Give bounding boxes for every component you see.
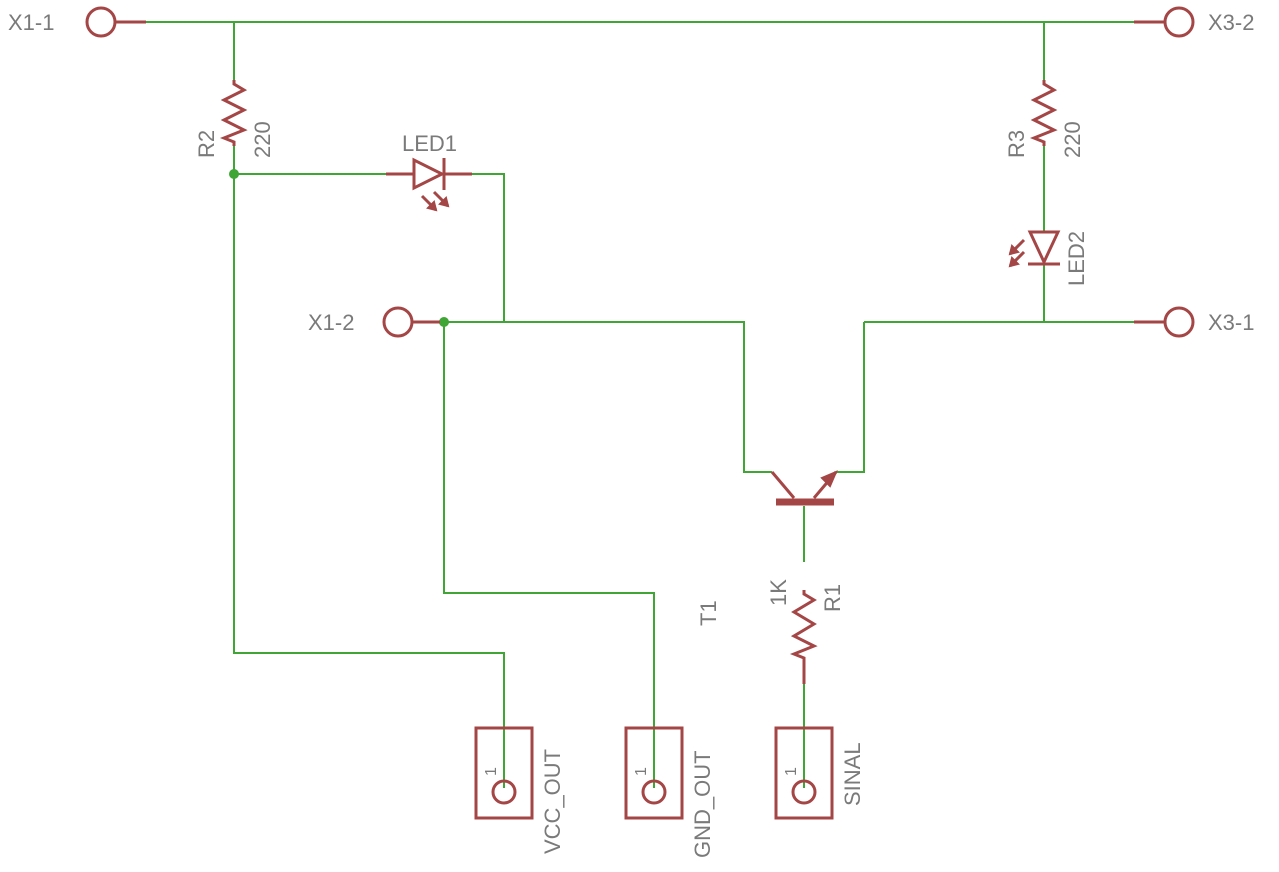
vcc-out-body (474, 726, 534, 820)
led1-arrowhead-1 (426, 200, 438, 212)
transistor-t1[interactable]: T1 (696, 470, 838, 626)
terminal-x3-1-pad (1163, 306, 1195, 338)
terminal-x1-2[interactable]: X1-2 (308, 306, 440, 338)
vcc-out-pin-number: 1 (483, 767, 500, 776)
resistor-r1[interactable]: 1K R1 (766, 579, 845, 684)
vcc-out-pin (491, 779, 517, 805)
gnd-out-label: GND_OUT (690, 750, 715, 858)
wire-x1-2-to-collector (416, 321, 772, 473)
terminal-x3-2-pad (1163, 6, 1195, 38)
resistor-r2[interactable]: R2 220 (194, 80, 275, 158)
terminal-x1-2-label: X1-2 (308, 310, 354, 335)
led2-arrowhead-1 (1008, 244, 1020, 256)
connector-vcc-out[interactable]: 1 VCC_OUT (474, 726, 565, 854)
sinal-pin-number: 1 (783, 767, 800, 776)
vcc-out-label: VCC_OUT (540, 749, 565, 854)
resistor-r3-name: R3 (1004, 130, 1029, 158)
t1-collector-lead (770, 471, 796, 499)
junction-r2-node (229, 169, 239, 179)
led-led1[interactable]: LED1 (386, 131, 472, 212)
wire-vcc-out (233, 174, 505, 788)
wires (116, 21, 1164, 788)
resistor-r2-value: 220 (250, 121, 275, 158)
terminal-x1-1-pad (85, 6, 117, 38)
resistor-r2-name: R2 (194, 130, 219, 158)
sinal-body (774, 726, 834, 820)
resistor-r1-zigzag (789, 590, 818, 684)
gnd-out-pin-number: 1 (633, 767, 650, 776)
sinal-label: SINAL (840, 742, 865, 806)
led2-label: LED2 (1064, 231, 1089, 286)
led1-label: LED1 (402, 131, 457, 156)
connector-gnd-out[interactable]: 1 GND_OUT (624, 726, 715, 858)
terminal-x3-1-label: X3-1 (1208, 310, 1254, 335)
terminal-x1-1[interactable]: X1-1 (8, 6, 146, 38)
gnd-out-pin (641, 779, 667, 805)
led2-arrowhead-2 (1008, 256, 1020, 268)
resistor-r3[interactable]: R3 220 (1004, 80, 1085, 158)
terminal-x3-2[interactable]: X3-2 (1134, 6, 1254, 38)
terminal-x3-1[interactable]: X3-1 (1134, 306, 1254, 338)
resistor-r1-name: R1 (820, 584, 845, 612)
junction-x1-2-node (439, 317, 449, 327)
wire-led1-out (472, 173, 505, 322)
sinal-pin (791, 779, 817, 805)
terminal-x1-1-label: X1-1 (8, 10, 54, 35)
wire-gnd-out (443, 322, 655, 788)
resistor-r1-value: 1K (766, 579, 791, 606)
t1-label: T1 (696, 600, 721, 626)
led-led2[interactable]: LED2 (1008, 230, 1089, 286)
resistor-r2-zigzag (219, 80, 248, 146)
t1-emitter-arrow (820, 470, 838, 488)
led1-arrowhead-2 (438, 196, 450, 208)
terminal-x1-2-pad (382, 306, 414, 338)
led2-triangle (1027, 230, 1061, 266)
gnd-out-body (624, 726, 684, 820)
led1-triangle (412, 157, 446, 191)
wire-emitter (836, 322, 865, 473)
connector-sinal[interactable]: 1 SINAL (774, 726, 865, 820)
resistor-r3-zigzag (1029, 80, 1058, 146)
terminal-x3-2-label: X3-2 (1208, 10, 1254, 35)
resistor-r3-value: 220 (1060, 121, 1085, 158)
